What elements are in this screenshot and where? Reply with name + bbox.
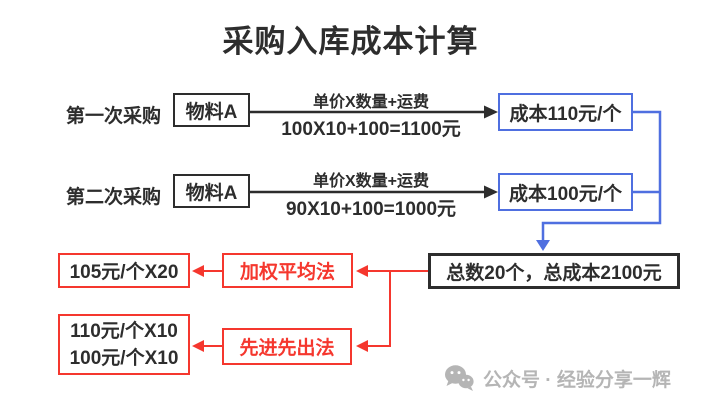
blue-connector-costs-to-total <box>536 110 662 251</box>
purchase2-formula: 90X10+100=1000元 <box>285 199 457 220</box>
red-arrow-weighted-to-result <box>192 265 222 277</box>
purchase1-formula-label: 单价X数量+运费 <box>312 94 430 111</box>
red-connector-total-to-fifo <box>356 271 391 352</box>
method-weighted-average-box: 加权平均法 <box>222 253 353 288</box>
red-connector-total-to-weighted <box>356 265 428 277</box>
result-fifo-box: 110元/个X10 100元/个X10 <box>58 314 190 375</box>
wechat-icon <box>445 365 474 391</box>
purchase2-label: 第二次采购 <box>66 187 162 208</box>
result-fifo-line2: 100元/个X10 <box>69 347 179 369</box>
watermark: 公众号 · 经验分享一辉 <box>444 364 671 392</box>
watermark-text: 公众号 · 经验分享一辉 <box>483 369 671 391</box>
purchase1-label: 第一次采购 <box>66 106 162 127</box>
page-title: 采购入库成本计算 <box>222 24 479 59</box>
total-box: 总数20个，总成本2100元 <box>428 253 680 289</box>
red-arrow-fifo-to-result <box>192 340 222 352</box>
arrow-purchase2-to-cost <box>250 185 498 199</box>
purchase2-material-box: 物料A <box>173 174 250 208</box>
method-fifo-box: 先进先出法 <box>222 328 352 365</box>
purchase1-cost-box: 成本110元/个 <box>498 93 633 131</box>
purchase1-material-box: 物料A <box>173 93 250 127</box>
result-weighted-average-box: 105元/个X20 <box>58 253 190 288</box>
purchase2-formula-label: 单价X数量+运费 <box>312 173 430 190</box>
arrow-purchase1-to-cost <box>250 105 498 119</box>
result-fifo-line1: 110元/个X10 <box>70 320 178 342</box>
purchase1-formula: 100X10+100=1100元 <box>281 119 461 140</box>
purchase2-cost-box: 成本100元/个 <box>498 173 633 211</box>
